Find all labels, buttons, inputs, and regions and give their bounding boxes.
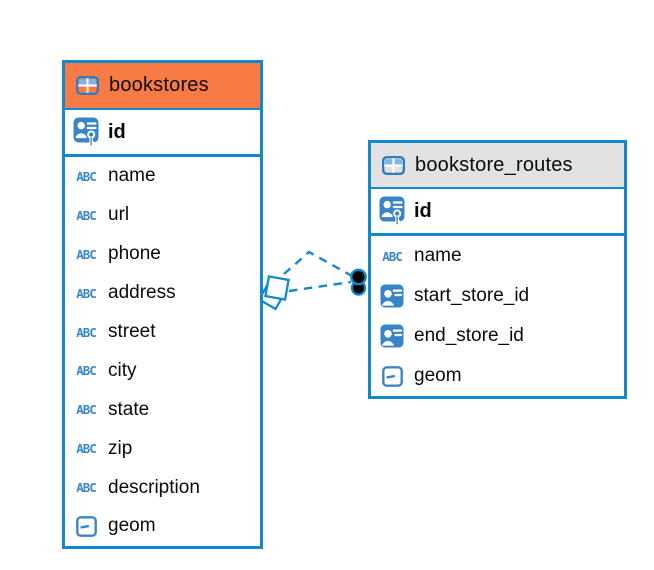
text-type-icon: ABC [76, 363, 97, 379]
column-row-name[interactable]: ABC name [371, 236, 624, 276]
column-row-city[interactable]: ABC city [65, 351, 260, 391]
text-type-icon: ABC [76, 402, 97, 418]
relationship-circle-end[interactable] [350, 268, 367, 296]
column-row-geom[interactable]: geom [65, 507, 260, 546]
column-name: phone [108, 243, 161, 265]
column-row-phone[interactable]: ABC phone [65, 234, 260, 274]
column-name: zip [108, 437, 133, 459]
text-type-icon: ABC [76, 246, 97, 262]
column-name: description [108, 476, 200, 498]
column-row-start-store-id[interactable]: start_store_id [371, 276, 624, 316]
column-name: street [108, 321, 156, 342]
column-name: name [414, 245, 462, 266]
column-row-url[interactable]: ABC url [65, 195, 260, 235]
column-row-address[interactable]: ABC address [65, 273, 260, 313]
column-name: id [108, 120, 126, 143]
column-row-zip[interactable]: ABC zip [65, 429, 260, 469]
column-name: url [108, 204, 130, 226]
column-name: state [108, 398, 150, 420]
column-row-geom[interactable]: geom [371, 356, 624, 396]
table-title: bookstores [109, 74, 209, 96]
geometry-type-icon [72, 516, 100, 537]
text-type-icon: ABC [76, 207, 97, 223]
reference-type-icon [378, 284, 406, 308]
table-bookstores[interactable]: bookstores id ABC name [62, 60, 263, 549]
text-type-icon: ABC [76, 168, 97, 184]
text-type-icon: ABC [76, 480, 97, 496]
text-type-icon: ABC [76, 324, 97, 340]
column-name: start_store_id [414, 285, 530, 306]
reference-type-icon [378, 324, 406, 348]
column-name: id [414, 199, 432, 222]
primary-key-icon [72, 117, 100, 148]
column-row-id[interactable]: id [65, 110, 260, 157]
column-name: geom [414, 365, 462, 386]
column-name: city [108, 359, 137, 381]
table-bookstore-routes-header[interactable]: bookstore_routes [371, 143, 624, 189]
geometry-type-icon [378, 365, 406, 387]
table-icon [73, 76, 101, 95]
relationship-line-lower[interactable] [288, 280, 352, 293]
primary-key-icon [378, 196, 406, 227]
column-row-description[interactable]: ABC description [65, 468, 260, 508]
text-type-icon: ABC [382, 248, 403, 264]
column-name: end_store_id [414, 325, 524, 346]
table-bookstore-routes[interactable]: bookstore_routes id ABC name [368, 140, 627, 399]
column-name: geom [108, 515, 156, 537]
column-name: address [108, 282, 176, 304]
text-type-icon: ABC [76, 441, 97, 457]
column-name: name [108, 165, 156, 187]
table-title: bookstore_routes [415, 153, 573, 176]
table-icon [379, 155, 407, 175]
relationship-diamond-end[interactable] [257, 275, 290, 311]
table-bookstores-header[interactable]: bookstores [65, 63, 260, 110]
column-row-street[interactable]: ABC street [65, 312, 260, 352]
column-row-state[interactable]: ABC state [65, 390, 260, 430]
column-row-id[interactable]: id [371, 189, 624, 236]
relationship-line-upper[interactable] [283, 250, 353, 278]
text-type-icon: ABC [76, 285, 97, 301]
column-row-name[interactable]: ABC name [65, 157, 260, 196]
column-row-end-store-id[interactable]: end_store_id [371, 316, 624, 356]
